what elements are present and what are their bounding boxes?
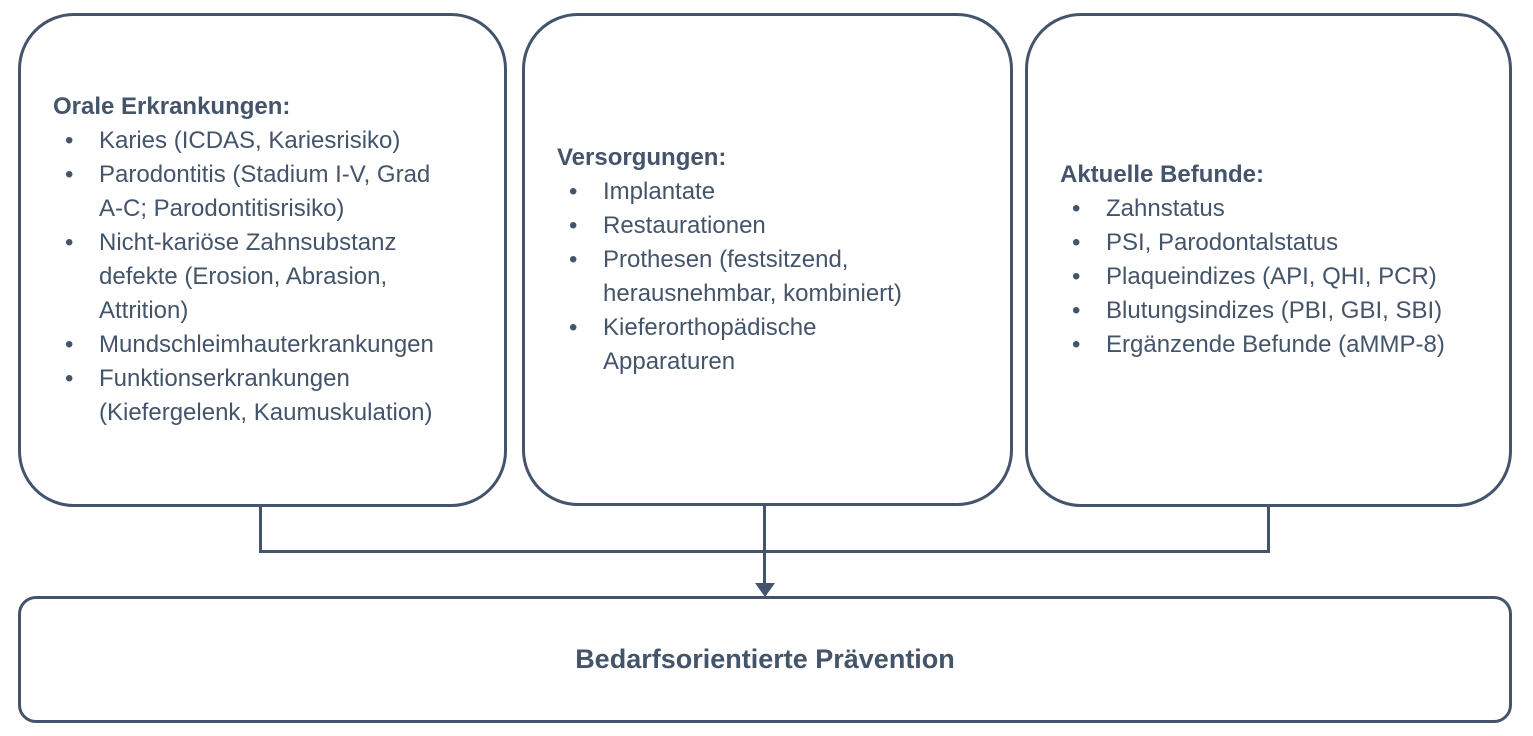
box-aktuelle-befunde: Aktuelle Befunde: ZahnstatusPSI, Parodon… [1025, 13, 1512, 507]
box-bedarfsorientierte-praevention: Bedarfsorientierte Prävention [18, 596, 1512, 723]
connector-right-vertical [1267, 505, 1270, 553]
list-item: Restaurationen [557, 209, 1000, 243]
box-orale-erkrankungen: Orale Erkrankungen: Karies (ICDAS, Karie… [18, 13, 507, 507]
box-header-orale-erkrankungen: Orale Erkrankungen: [53, 93, 291, 120]
list-item: Karies (ICDAS, Kariesrisiko) [53, 124, 494, 158]
list-item: Plaqueindizes (API, QHI, PCR) [1060, 260, 1499, 294]
bullet-list-orale-erkrankungen: Karies (ICDAS, Kariesrisiko)Parodontitis… [53, 124, 494, 430]
result-box-label: Bedarfsorientierte Prävention [575, 644, 955, 674]
list-item: Blutungsindizes (PBI, GBI, SBI) [1060, 294, 1499, 328]
list-item: Ergänzende Befunde (aMMP-8) [1060, 328, 1499, 362]
list-item: Kieferorthopädische Apparaturen [557, 311, 1000, 379]
box-header-aktuelle-befunde: Aktuelle Befunde: [1060, 161, 1265, 188]
list-item: Prothesen (festsitzend, herausnehmbar, k… [557, 243, 1000, 311]
list-item: Implantate [557, 175, 1000, 209]
list-item: Zahnstatus [1060, 192, 1499, 226]
arrow-down-icon [755, 583, 775, 597]
box-versorgungen: Versorgungen: ImplantateRestaurationenPr… [522, 13, 1013, 506]
list-item: Parodontitis (Stadium I-V, Grad A-C; Par… [53, 158, 494, 226]
connector-left-vertical [259, 505, 262, 553]
list-item: PSI, Parodontalstatus [1060, 226, 1499, 260]
bullet-list-versorgungen: ImplantateRestaurationenProthesen (fests… [557, 175, 1000, 379]
connector-middle-vertical [763, 504, 766, 586]
list-item: Nicht-kariöse Zahnsubstanz defekte (Eros… [53, 226, 494, 328]
connector-horizontal [259, 550, 1270, 553]
list-item: Funktionserkrankungen (Kiefergelenk, Kau… [53, 362, 494, 430]
box-header-versorgungen: Versorgungen: [557, 143, 727, 171]
bullet-list-aktuelle-befunde: ZahnstatusPSI, ParodontalstatusPlaqueind… [1060, 192, 1499, 362]
list-item: Mundschleimhauterkrankungen [53, 328, 494, 362]
